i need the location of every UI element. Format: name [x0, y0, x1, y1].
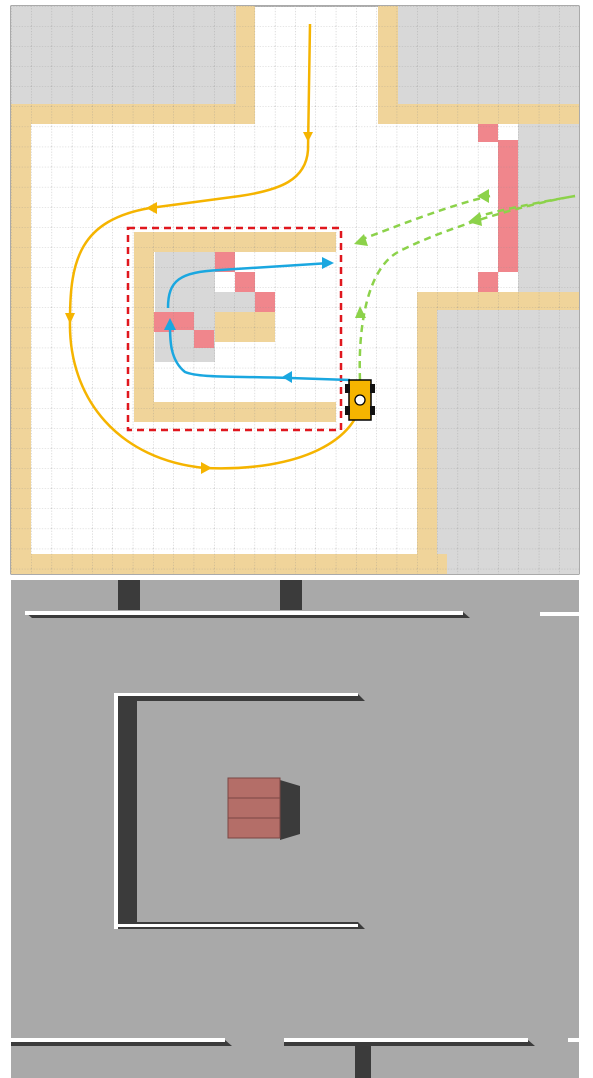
simulated-render — [11, 580, 579, 1078]
green-dashed-path — [358, 194, 576, 381]
grid-lines — [11, 6, 579, 574]
blue-path-arrows — [164, 257, 334, 383]
green-path-arrows — [354, 189, 489, 318]
bottom-walls — [11, 1038, 579, 1078]
occupancy-grid-map — [10, 5, 580, 575]
orange-path-arrows — [65, 132, 313, 474]
top-walls — [25, 580, 579, 618]
robot-icon — [345, 379, 375, 421]
stacked-boxes-icon — [227, 777, 300, 840]
c-wall — [114, 693, 365, 929]
highlight-box — [126, 226, 343, 432]
blue-path — [166, 261, 351, 382]
